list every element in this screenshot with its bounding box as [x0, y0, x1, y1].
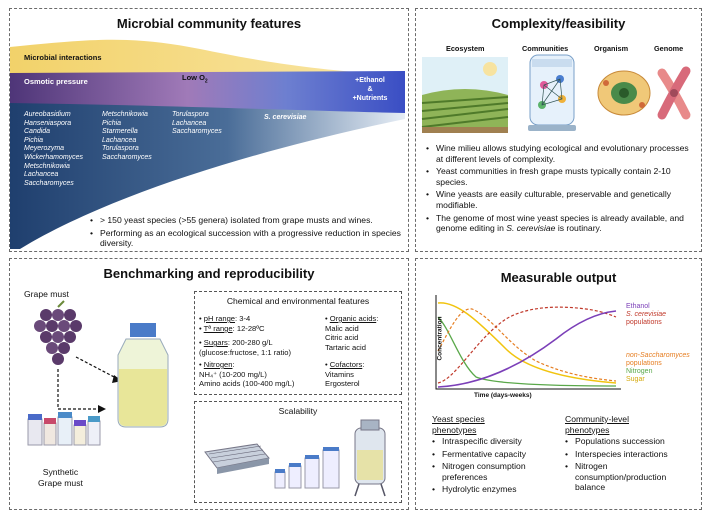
list-item: Interspecies interactions — [563, 449, 697, 460]
chart-xlabel: Time (days-weeks) — [474, 392, 532, 399]
level-genome: Genome — [654, 44, 684, 53]
scalability-box: Scalability — [194, 401, 402, 503]
bullet-item: Performing as an ecological succession w… — [88, 228, 402, 249]
chart-legend-top: Ethanol S. cerevisiae populations — [626, 303, 666, 327]
nonsac-curve — [437, 308, 617, 382]
ph-range-item: • pH range: 3-4 — [199, 314, 251, 323]
chart-axes — [435, 295, 621, 390]
temp-range-item: • Tª range: 12-28ºC — [199, 324, 265, 333]
interactions-label: Microbial interactions — [24, 53, 102, 62]
list-item: Nitrogen consumption preferences — [430, 461, 565, 482]
scalability-title: Scalability — [278, 406, 318, 416]
panel-complexity: Complexity/feasibility Ecosystem Communi… — [415, 8, 702, 252]
sugars-item: • Sugars: 200-280 g/L(glucose:fructose, … — [199, 338, 292, 357]
level-ecosystem: Ecosystem — [446, 44, 485, 53]
bullet-item: The genome of most wine yeast species is… — [424, 213, 696, 234]
nitrogen-curve — [437, 316, 617, 387]
grape-must-label: Grape must — [24, 289, 69, 299]
nitrogen-item: • Nitrogen:NH₄⁺ (10-200 mg/L)Amino acids… — [199, 360, 295, 389]
legend-sugar: Sugar — [626, 376, 645, 383]
chemical-features-box: Chemical and environmental features • pH… — [194, 291, 402, 395]
synthetic-must-label: Synthetic Grape must — [38, 467, 83, 488]
community-phenotypes-title: Community-level phenotypes — [565, 414, 629, 435]
concentration-time-chart — [435, 295, 621, 390]
chart-legend-bottom: non-Saccharomyces populations Nitrogen S… — [626, 352, 690, 384]
bullet-item: Wine yeasts are easily culturable, prese… — [424, 189, 696, 210]
vineyard-illustration — [421, 57, 509, 133]
low-o2-label: Low O2 — [182, 73, 208, 85]
osmotic-ethanol-band — [10, 71, 405, 113]
diversity-funnel — [10, 87, 405, 249]
flasks-icon — [274, 447, 340, 489]
level-communities: Communities — [522, 44, 569, 53]
osmotic-label: Osmotic pressure — [24, 77, 88, 86]
complexity-bullets: Wine milieu allows studying ecological a… — [424, 143, 696, 236]
panel-measurable-output: Measurable output Concentration Time (da… — [415, 258, 702, 510]
list-item: Fermentative capacity — [430, 449, 565, 460]
panel-title: Benchmarking and reproducibility — [103, 266, 315, 281]
legend-scer-sub: populations — [626, 319, 662, 326]
bioreactor-icon — [354, 419, 386, 497]
community-reactor-illustration — [528, 54, 576, 131]
level-organism: Organism — [594, 44, 629, 53]
bullet-item: > 150 yeast species (>55 genera) isolate… — [88, 215, 402, 226]
panel-title: Microbial community features — [116, 16, 302, 31]
chemical-bottles-icon — [27, 412, 101, 446]
complexity-illustrations — [421, 54, 691, 133]
list-item: Hydrolytic enzymes — [430, 484, 565, 495]
legend-nitrogen: Nitrogen — [626, 368, 653, 375]
lab-bottle-icon — [117, 323, 169, 428]
legend-nonsac: non-Saccharomyces — [626, 352, 690, 359]
panel-benchmarking: Benchmarking and reproducibility Grape m… — [9, 258, 409, 510]
microbial-bullets: > 150 yeast species (>55 genera) isolate… — [88, 215, 402, 251]
legend-nonsac-sub: populations — [626, 360, 662, 367]
bullet-item: Wine milieu allows studying ecological a… — [424, 143, 696, 164]
ethanol-nutrients-label: +Ethanol & +Nutrients — [352, 77, 388, 102]
bullet-item: Yeast communities in fresh grape musts t… — [424, 166, 696, 187]
panel-microbial-community: Microbial community features — [9, 8, 409, 252]
chromosome-illustration — [657, 66, 691, 120]
panel-title: Measurable output — [500, 270, 617, 285]
microplate-icon — [204, 443, 270, 474]
legend-ethanol: Ethanol — [626, 303, 650, 310]
list-item: Nitrogen consumption/production balance — [563, 461, 697, 493]
list-item: Intraspecific diversity — [430, 436, 565, 447]
chart-ylabel: Concentration — [436, 316, 444, 361]
scer-curve — [437, 306, 617, 384]
community-funnel-diagram — [10, 39, 405, 249]
scalability-illustration — [204, 419, 386, 497]
yeast-cell-illustration — [597, 70, 651, 116]
ethanol-curve — [437, 310, 617, 388]
features-title: Chemical and environmental features — [226, 296, 370, 306]
yeast-phenotypes-title: Yeast species phenotypes — [432, 414, 485, 435]
list-item: Populations succession — [563, 436, 697, 447]
panel-title: Complexity/feasibility — [491, 16, 626, 31]
grape-must-illustration — [27, 300, 169, 446]
yeast-phenotypes-list: Intraspecific diversity Fermentative cap… — [430, 436, 565, 497]
genera-final: S. cerevisiae — [264, 114, 307, 121]
grape-cluster-icon — [34, 300, 82, 365]
sugar-curve — [437, 302, 617, 384]
legend-scer: S. cerevisiae — [626, 311, 667, 318]
community-phenotypes-list: Populations succession Interspecies inte… — [563, 436, 697, 495]
